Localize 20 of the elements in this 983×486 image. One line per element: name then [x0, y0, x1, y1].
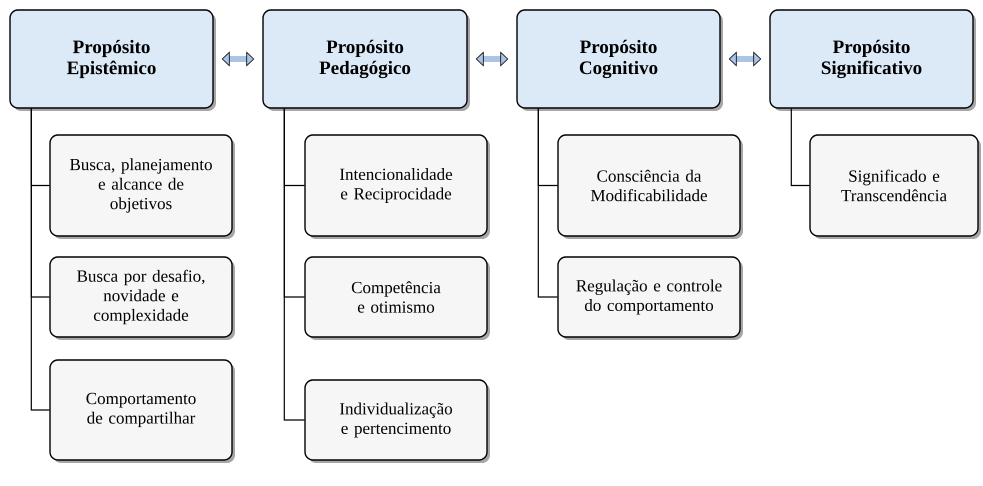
topic-box: Regulação e controle do comportamento — [557, 256, 743, 340]
topic-box: Individualização e pertencimento — [304, 379, 490, 463]
double-arrow — [222, 51, 254, 67]
topic-box: Significado e Transcendência — [809, 134, 981, 239]
topic-box: Consciência da Modificabilidade — [557, 134, 743, 239]
topic-box: Competência e otimismo — [304, 256, 490, 340]
double-arrow — [728, 51, 762, 67]
connector-line — [30, 108, 50, 411]
topic-box: Busca, planejamento e alcance de objetivos — [49, 134, 235, 239]
heading-box: Propósito Pedagógico — [262, 9, 470, 111]
heading-box: Propósito Cognitivo — [516, 9, 723, 111]
topic-box: Intencionalidade e Reciprocidade — [304, 134, 490, 239]
connector-line — [284, 108, 304, 421]
connector-line — [538, 108, 558, 298]
topic-box: Busca por desafio, novidade e complexidade — [49, 256, 235, 340]
topic-box: Comportamento de compartilhar — [49, 359, 235, 463]
heading-box: Propósito Significativo — [769, 9, 976, 111]
double-arrow — [476, 51, 508, 67]
heading-box: Propósito Epistêmico — [9, 9, 216, 111]
connector-line — [790, 108, 810, 186]
